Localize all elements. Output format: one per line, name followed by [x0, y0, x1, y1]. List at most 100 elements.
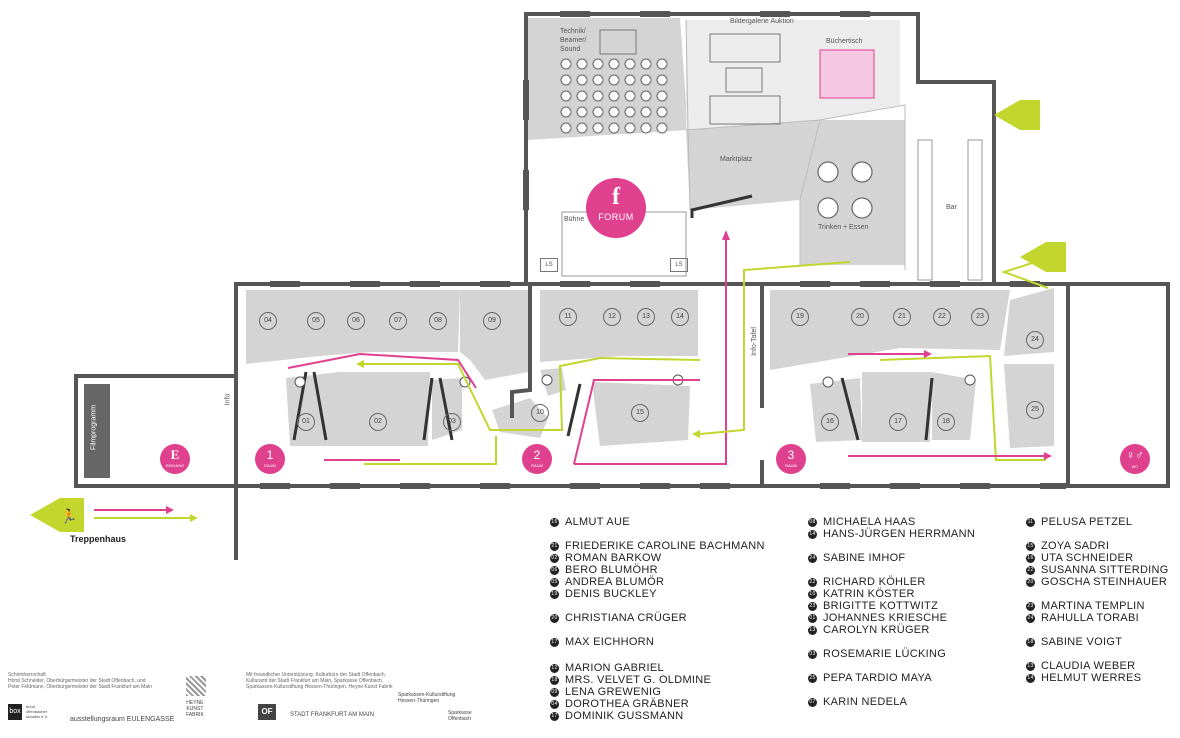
wc-badge: ♀♂ WC	[1120, 444, 1150, 474]
room-number: 1	[266, 448, 274, 462]
stand-number-18: 18	[937, 413, 955, 431]
room-label: RAUM	[531, 463, 543, 468]
chair	[608, 122, 620, 134]
legend-name: PEPA TARDIO MAYA	[823, 672, 932, 684]
forum-icon: f	[612, 184, 620, 210]
stand-number-21: 21	[893, 308, 911, 326]
legend-number: 14	[808, 529, 817, 539]
footer-unterstuetzung: Mit freundlicher Unterstützung: Kulturbü…	[246, 672, 393, 690]
stand-number-25: 25	[1026, 401, 1044, 419]
label-treppenhaus: Treppenhaus	[70, 534, 127, 544]
legend-number: 06	[550, 565, 559, 575]
legend-name: DOROTHEA GRÄBNER	[565, 698, 689, 710]
film-screen	[84, 384, 110, 478]
label-buechertisch: Büchertisch	[826, 38, 863, 45]
forum-floor	[686, 20, 900, 130]
legend-number: 21	[550, 541, 559, 551]
legend-number: 24	[1026, 613, 1035, 623]
chair	[640, 58, 652, 70]
forum-chairs	[560, 58, 668, 134]
chair	[560, 74, 572, 86]
legend-name: FRIEDERIKE CAROLINE BACHMANN	[565, 540, 765, 552]
stand-number-06: 06	[347, 312, 365, 330]
chair	[576, 90, 588, 102]
chair	[592, 90, 604, 102]
chair	[592, 122, 604, 134]
stand-number-14: 14	[671, 308, 689, 326]
legend-name: MICHAELA HAAS	[823, 516, 916, 528]
legend-name: CHRISTIANA CRÜGER	[565, 612, 687, 624]
heyne-logo-mark	[186, 676, 206, 696]
chair	[560, 90, 572, 102]
legend-name: MRS. VELVET G. OLDMINE	[565, 674, 712, 686]
legend-name: PELUSA PETZEL	[1041, 516, 1133, 528]
legend-name: UTA SCHNEIDER	[1041, 552, 1134, 564]
stand-number-23: 23	[971, 308, 989, 326]
label-marktplatz: Marktplatz	[720, 156, 753, 163]
chair	[624, 106, 636, 118]
chair	[608, 90, 620, 102]
legend-number: 04	[550, 699, 559, 709]
forum-label: FORUM	[598, 212, 634, 222]
label-bildergalerie: Bildergalerie Auktion	[730, 18, 794, 25]
chair	[624, 90, 636, 102]
stand-number-11: 11	[559, 308, 577, 326]
legend-number: 02	[550, 553, 559, 563]
chair	[656, 90, 668, 102]
legend-name: KARIN NEDELA	[823, 696, 908, 708]
stand-number-04: 04	[259, 312, 277, 330]
legend-number: 17	[550, 711, 559, 721]
legend-number: 13	[1026, 661, 1035, 671]
legend-number: 13	[808, 625, 817, 635]
legend-name: SABINE IMHOF	[823, 552, 906, 564]
stand-number-02: 02	[369, 413, 387, 431]
chair	[640, 74, 652, 86]
legend-number: 17	[550, 637, 559, 647]
stand-number-24: 24	[1026, 331, 1044, 349]
wc-label: WC	[1131, 464, 1139, 469]
chair	[576, 58, 588, 70]
legend-name: SABINE VOIGT	[1041, 636, 1123, 648]
stand-number-16: 16	[821, 413, 839, 431]
sparkasse-logo: Sparkasse Offenbach	[448, 710, 472, 722]
legend-number: 19	[550, 589, 559, 599]
stand-number-15: 15	[631, 404, 649, 422]
legend-item: 11 PELUSA PETZEL	[1026, 516, 1132, 528]
legend-item: 14 HANS-JÜRGEN HERRMANN	[808, 528, 975, 540]
legend-name: HANS-JÜRGEN HERRMANN	[823, 528, 976, 540]
legend-item: 04 DOROTHEA GRÄBNER	[550, 698, 689, 710]
chair	[592, 106, 604, 118]
stand-number-20: 20	[851, 308, 869, 326]
legend-name: BERO BLUMÖHR	[565, 564, 658, 576]
stand-number-17: 17	[889, 413, 907, 431]
chair	[560, 106, 572, 118]
legend-number: 11	[1026, 517, 1035, 527]
legend-item: 06 BERO BLUMÖHR	[550, 564, 658, 576]
legend-name: MARION GABRIEL	[565, 662, 664, 674]
legend-name: MAX EICHHORN	[565, 636, 655, 648]
stand-number-03: 03	[443, 413, 461, 431]
legend-number: 07	[808, 697, 817, 707]
box-logo: box	[8, 704, 22, 720]
legend-name: KATRIN KÖSTER	[823, 588, 915, 600]
legend-number: 16	[550, 517, 559, 527]
arrow-heads-lime	[190, 360, 700, 522]
stand-number-08: 08	[429, 312, 447, 330]
legend-name: LENA GREWENIG	[565, 686, 662, 698]
chair	[656, 106, 668, 118]
legend-number: 23	[808, 601, 817, 611]
chair	[624, 58, 636, 70]
chair	[576, 122, 588, 134]
room-number: 3	[787, 448, 795, 462]
room-badge-1: 1 RAUM	[255, 444, 285, 474]
room-badge-2: 2 RAUM	[522, 444, 552, 474]
